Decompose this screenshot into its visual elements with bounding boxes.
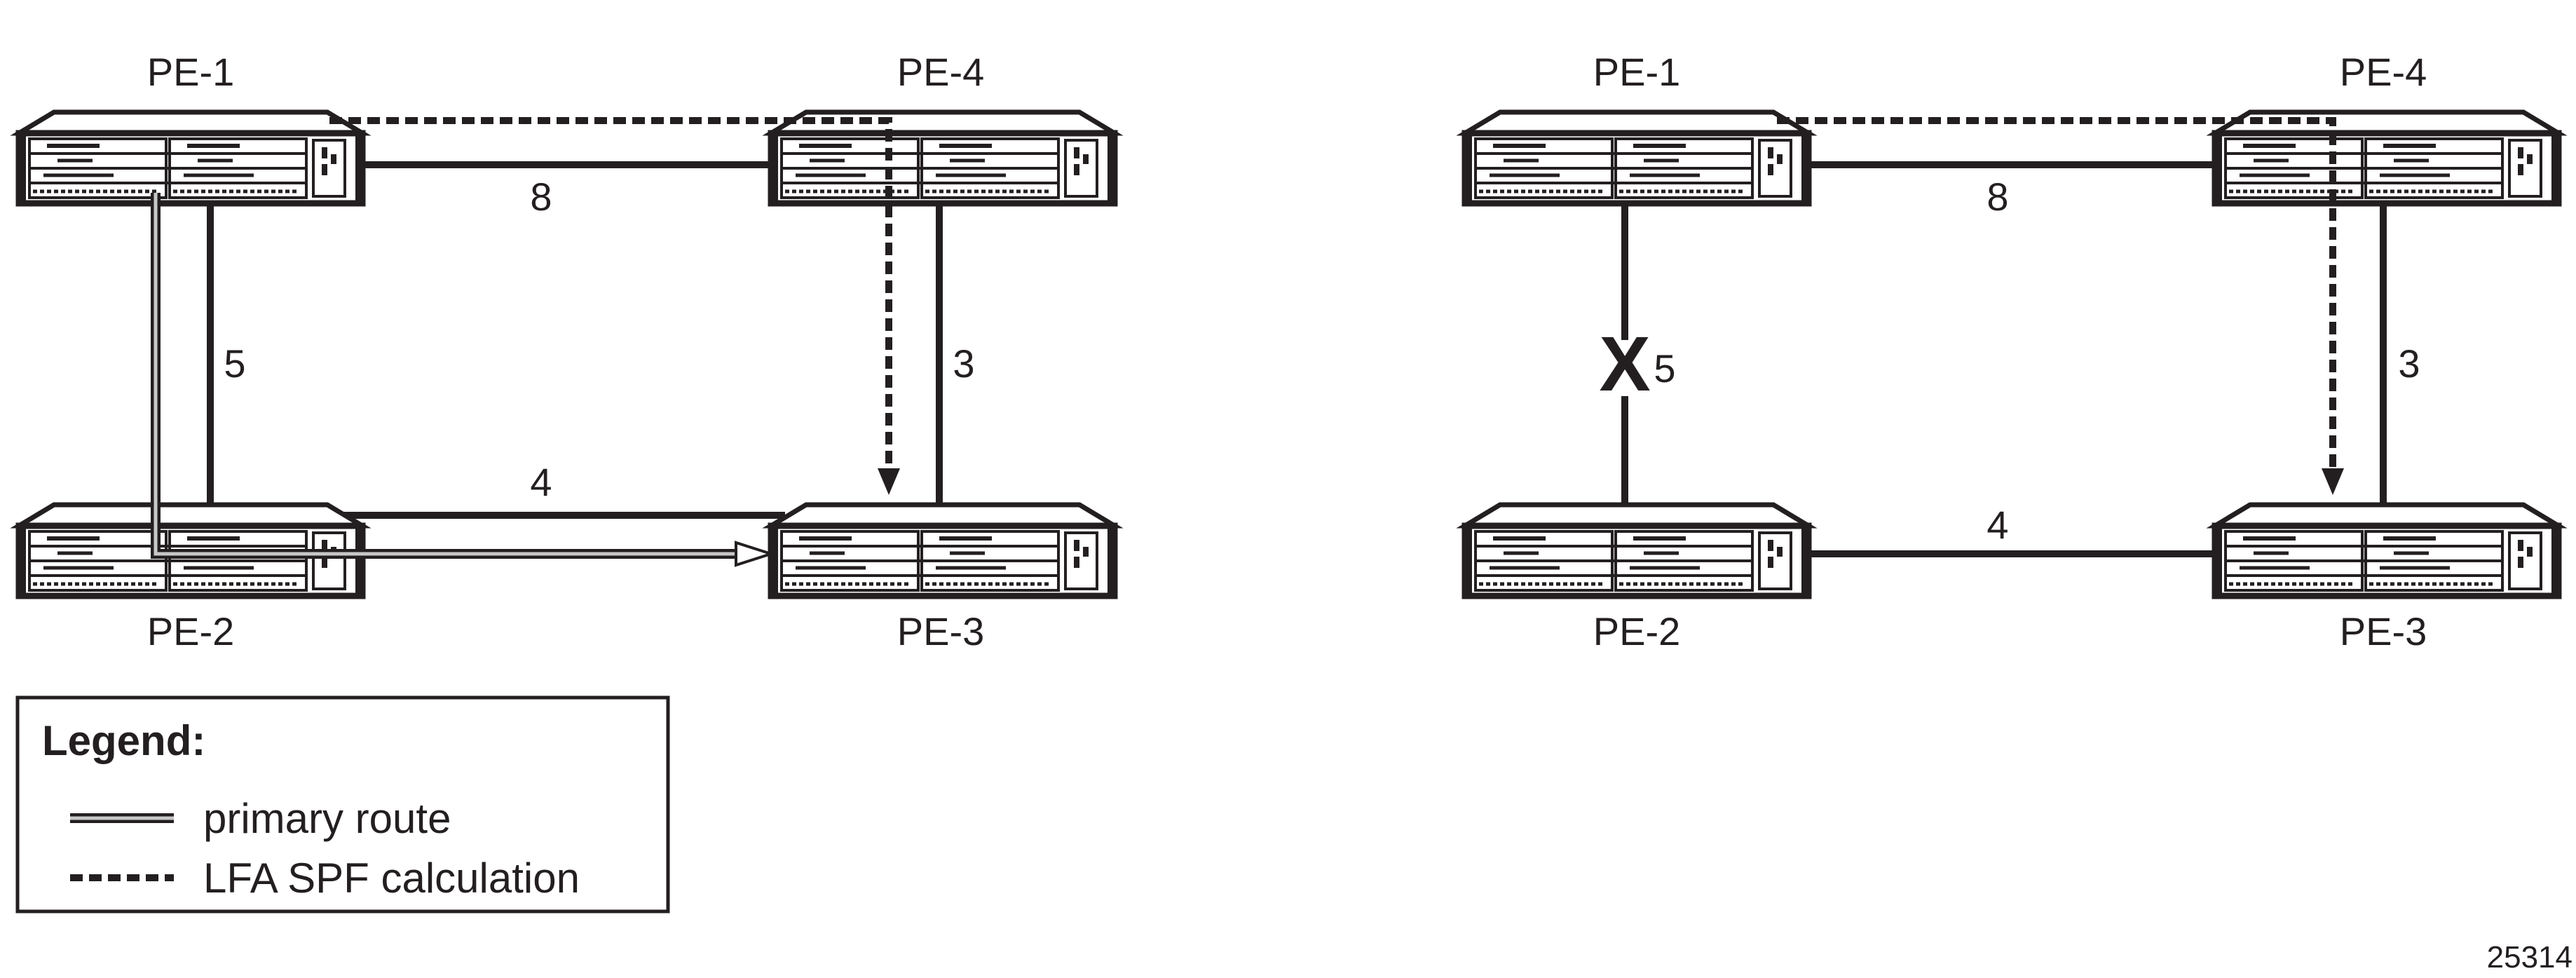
node-label-pe3: PE-3 (2340, 609, 2427, 653)
node-label-pe4: PE-4 (2340, 50, 2427, 94)
arrowhead-icon (735, 541, 776, 567)
router-chassis-icon (771, 505, 1115, 596)
lfa-spf-path (329, 117, 892, 470)
arrowhead-icon (878, 468, 900, 495)
metric-pe2-pe3: 4 (530, 460, 552, 504)
router-chassis-icon (1465, 505, 1808, 596)
diagram-left: PE-1 PE-4 PE-2 PE-3 8 5 3 4 (19, 50, 1115, 653)
router-chassis-icon (19, 112, 362, 203)
node-label-pe2: PE-2 (147, 609, 235, 653)
legend-box (15, 695, 670, 914)
metric-pe4-pe3: 3 (2398, 341, 2420, 386)
lfa-spf-path (1777, 117, 2336, 470)
node-label-pe1: PE-1 (147, 50, 235, 94)
metric-pe4-pe3: 3 (953, 341, 974, 386)
metric-pe1-pe2: 5 (1654, 346, 1675, 390)
router-chassis-icon (2215, 112, 2558, 203)
node-label-pe2: PE-2 (1593, 609, 1681, 653)
legend-label-lfa: LFA SPF calculation (203, 855, 580, 902)
legend: Legend: primary route LFA SPF calculatio… (15, 695, 670, 914)
router-chassis-icon (2215, 505, 2558, 596)
failure-x-mark: X (1599, 321, 1650, 407)
node-label-pe1: PE-1 (1593, 50, 1681, 94)
diagram-right: X PE-1 PE-4 PE-2 PE-3 8 5 3 4 (1465, 50, 2558, 653)
figure-id: 25314 (2487, 940, 2572, 974)
node-label-pe3: PE-3 (897, 609, 985, 653)
router-chassis-icon (771, 112, 1115, 203)
arrowhead-icon (2322, 468, 2344, 495)
metric-pe2-pe3: 4 (1986, 503, 2008, 547)
metric-pe1-pe4: 8 (1986, 175, 2008, 219)
legend-label-primary-route: primary route (203, 795, 451, 842)
node-label-pe4: PE-4 (897, 50, 985, 94)
metric-pe1-pe4: 8 (530, 175, 552, 219)
router-chassis-icon (1465, 112, 1808, 203)
metric-pe1-pe2: 5 (224, 341, 245, 386)
legend-title: Legend: (42, 717, 205, 764)
